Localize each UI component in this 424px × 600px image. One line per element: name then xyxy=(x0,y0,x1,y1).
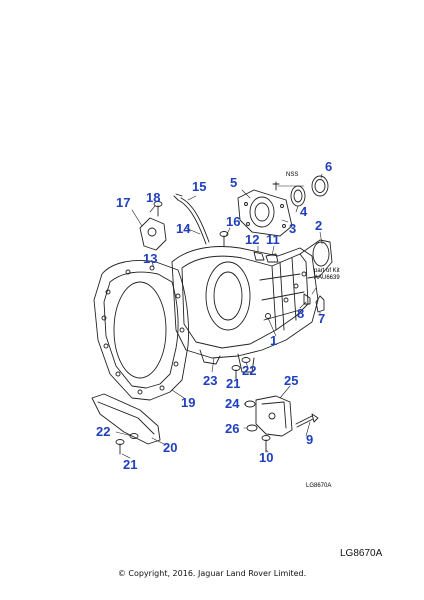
transmission-case xyxy=(171,239,333,373)
callout-7: 7 xyxy=(318,311,326,326)
callout-9: 9 xyxy=(306,432,314,447)
nss-label: NSS xyxy=(286,172,299,178)
callout-16: 16 xyxy=(226,214,241,229)
bolt-9 xyxy=(295,413,319,428)
callout-2: 2 xyxy=(315,218,323,233)
callout-6: 6 xyxy=(325,159,333,174)
callout-3: 3 xyxy=(289,221,297,236)
callout-8: 8 xyxy=(297,306,305,321)
breather-tube xyxy=(173,193,210,245)
breather-bracket xyxy=(139,217,167,251)
drawing-ref: LG8670A xyxy=(340,548,383,559)
callout-17: 17 xyxy=(116,195,131,210)
extension-cover xyxy=(237,189,293,237)
callout-11: 11 xyxy=(266,232,280,247)
callout-18: 18 xyxy=(146,190,161,205)
callout-12: 12 xyxy=(245,232,260,247)
copyright-notice: © Copyright, 2016. Jaguar Land Rover Lim… xyxy=(117,569,307,578)
cover-plate xyxy=(91,393,161,445)
callout-20: 20 xyxy=(163,440,178,455)
callout-22-lower: 22 xyxy=(96,424,111,439)
callout-21-lower: 21 xyxy=(123,457,138,472)
callout-14: 14 xyxy=(176,221,191,236)
mounting-bracket xyxy=(255,395,293,437)
callout-1: 1 xyxy=(270,333,278,348)
callout-24: 24 xyxy=(225,396,240,411)
callout-15: 15 xyxy=(192,179,207,194)
fasteners xyxy=(115,201,271,455)
kit-note-line2: AAU6639 xyxy=(314,274,340,281)
kit-note: part of Kit AAU6639 xyxy=(314,268,340,282)
callout-10: 10 xyxy=(259,450,274,465)
drawing-ref-small: LG8670A xyxy=(306,483,332,489)
bell-housing xyxy=(93,260,189,401)
callout-22-upper: 22 xyxy=(242,363,257,378)
callout-23: 23 xyxy=(203,373,218,388)
callout-13: 13 xyxy=(143,251,158,266)
kit-note-line1: part of Kit xyxy=(314,268,340,274)
small-parts xyxy=(253,251,325,313)
callout-19: 19 xyxy=(181,395,196,410)
callout-4: 4 xyxy=(300,204,308,219)
callout-25: 25 xyxy=(284,373,299,388)
seals xyxy=(272,175,329,207)
callout-5: 5 xyxy=(230,175,238,190)
leader-lines xyxy=(115,173,323,459)
callout-26: 26 xyxy=(225,421,240,436)
callout-21-upper: 21 xyxy=(226,376,241,391)
